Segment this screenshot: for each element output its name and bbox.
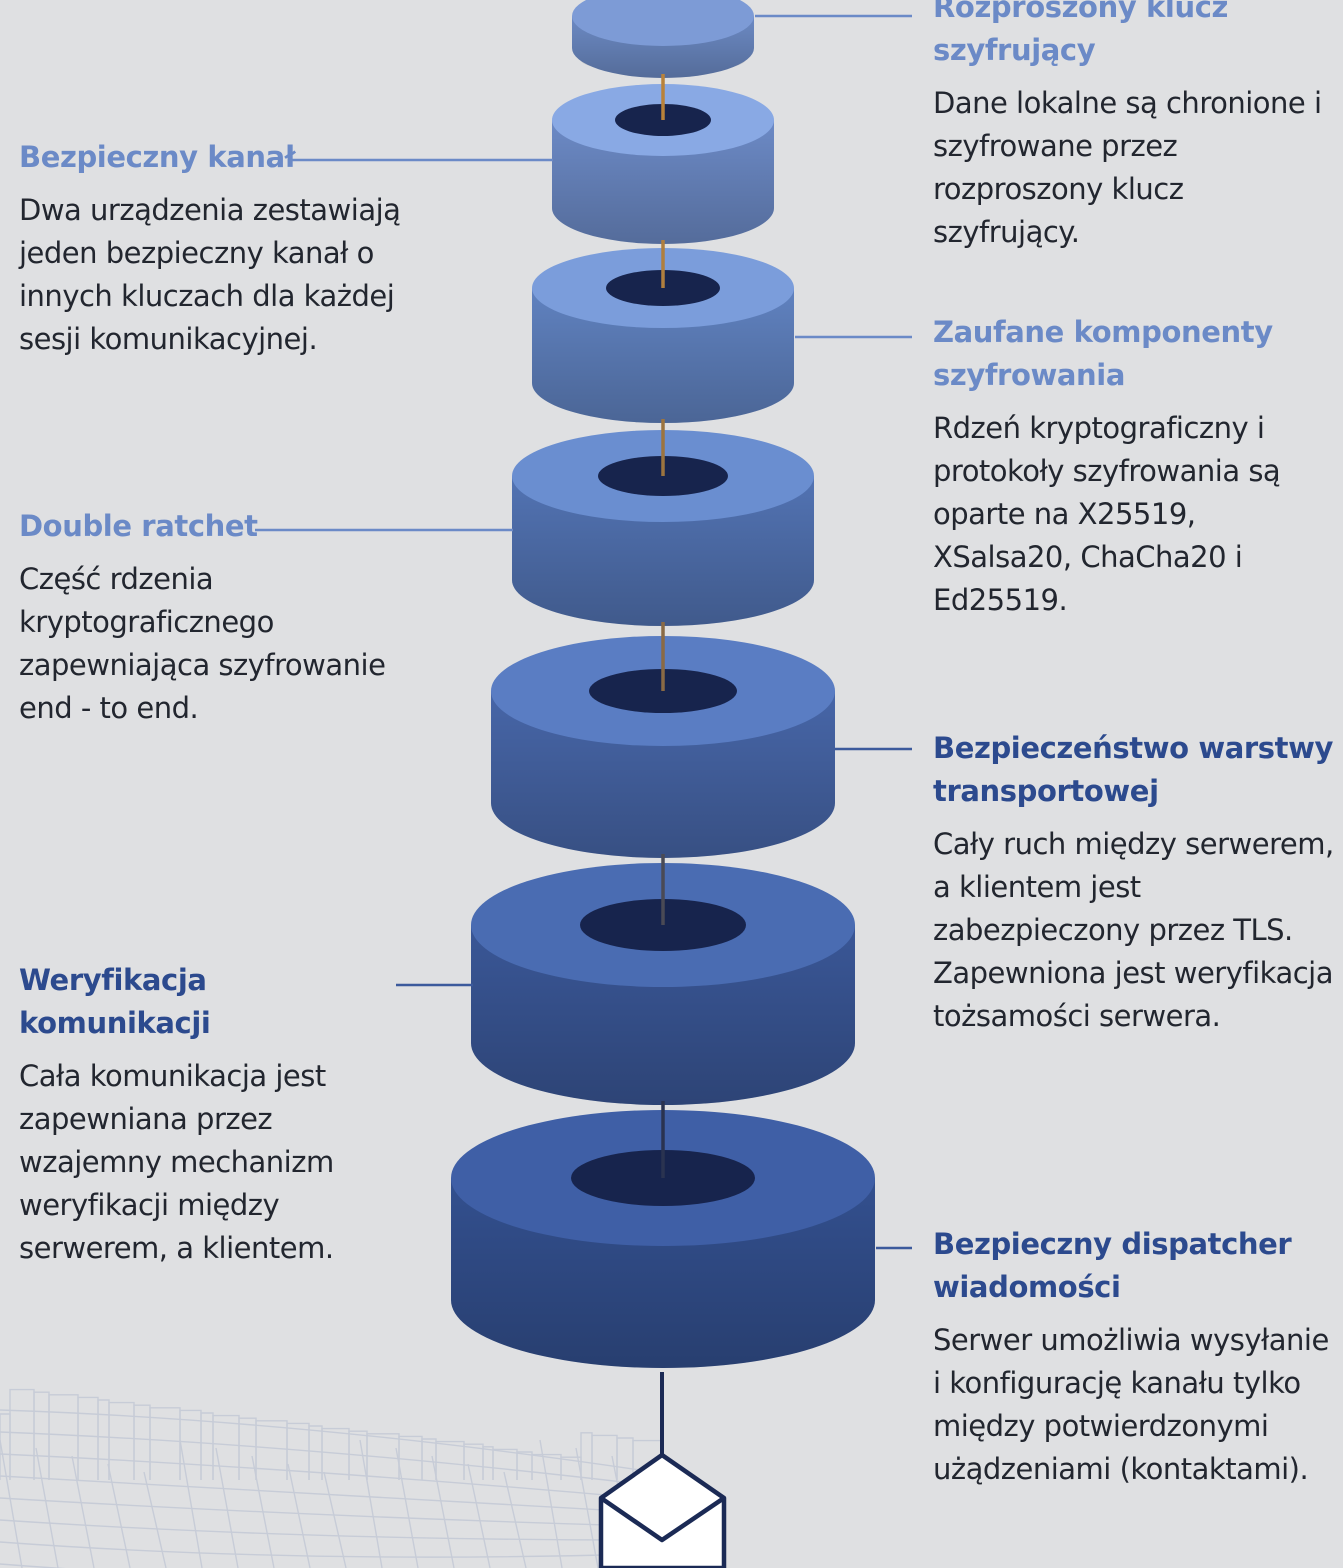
disc-layer bbox=[572, 0, 754, 78]
layer-description: Część rdzenia kryptograficznego zapewnia… bbox=[19, 562, 386, 725]
layer-description: Dane lokalne są chronione i szyfrowane p… bbox=[933, 86, 1322, 249]
layer-description: Cały ruch między serwerem, a klientem je… bbox=[933, 827, 1334, 1033]
layer-heading: Rozproszony klucz szyfrujący bbox=[933, 0, 1228, 67]
layer-heading: Double ratchet bbox=[19, 509, 258, 543]
layer-description: Cała komunikacja jest zapewniana przez w… bbox=[19, 1059, 334, 1265]
layer-block-double-ratchet: Double ratchet Część rdzenia kryptografi… bbox=[19, 505, 409, 730]
layer-block-communication-verification: Weryfikacja komunikacji Cała komunikacja… bbox=[19, 959, 399, 1270]
layer-block-trusted-components: Zaufane komponenty szyfrowania Rdzeń kry… bbox=[933, 311, 1338, 622]
layer-heading: Weryfikacja komunikacji bbox=[19, 963, 211, 1040]
envelope-icon bbox=[598, 1372, 727, 1568]
layer-description: Rdzeń kryptograficzny i protokoły szyfro… bbox=[933, 411, 1281, 617]
layer-block-secure-channel: Bezpieczny kanał Dwa urządzenia zestawia… bbox=[19, 136, 439, 361]
layer-block-message-dispatcher: Bezpieczny dispatcher wiadomości Serwer … bbox=[933, 1223, 1333, 1491]
layer-heading: Bezpieczeństwo warstwy transportowej bbox=[933, 731, 1334, 808]
disc-layer bbox=[451, 1110, 875, 1368]
disc-layer bbox=[512, 430, 814, 626]
leader-lines bbox=[255, 14, 912, 1250]
layer-heading: Zaufane komponenty szyfrowania bbox=[933, 315, 1273, 392]
layer-block-transport-security: Bezpieczeństwo warstwy transportowej Cał… bbox=[933, 727, 1338, 1038]
layer-heading: Bezpieczny kanał bbox=[19, 140, 296, 174]
layer-block-distributed-key: Rozproszony klucz szyfrujący Dane lokaln… bbox=[933, 0, 1333, 254]
disc-layer bbox=[471, 863, 855, 1105]
layer-description: Serwer umożliwia wysyłanie i konfiguracj… bbox=[933, 1323, 1329, 1486]
city-skyline-sketch bbox=[0, 1388, 664, 1568]
layer-heading: Bezpieczny dispatcher wiadomości bbox=[933, 1227, 1292, 1304]
layer-description: Dwa urządzenia zestawiają jeden bezpiecz… bbox=[19, 193, 401, 356]
disc-stack bbox=[451, 0, 875, 1368]
